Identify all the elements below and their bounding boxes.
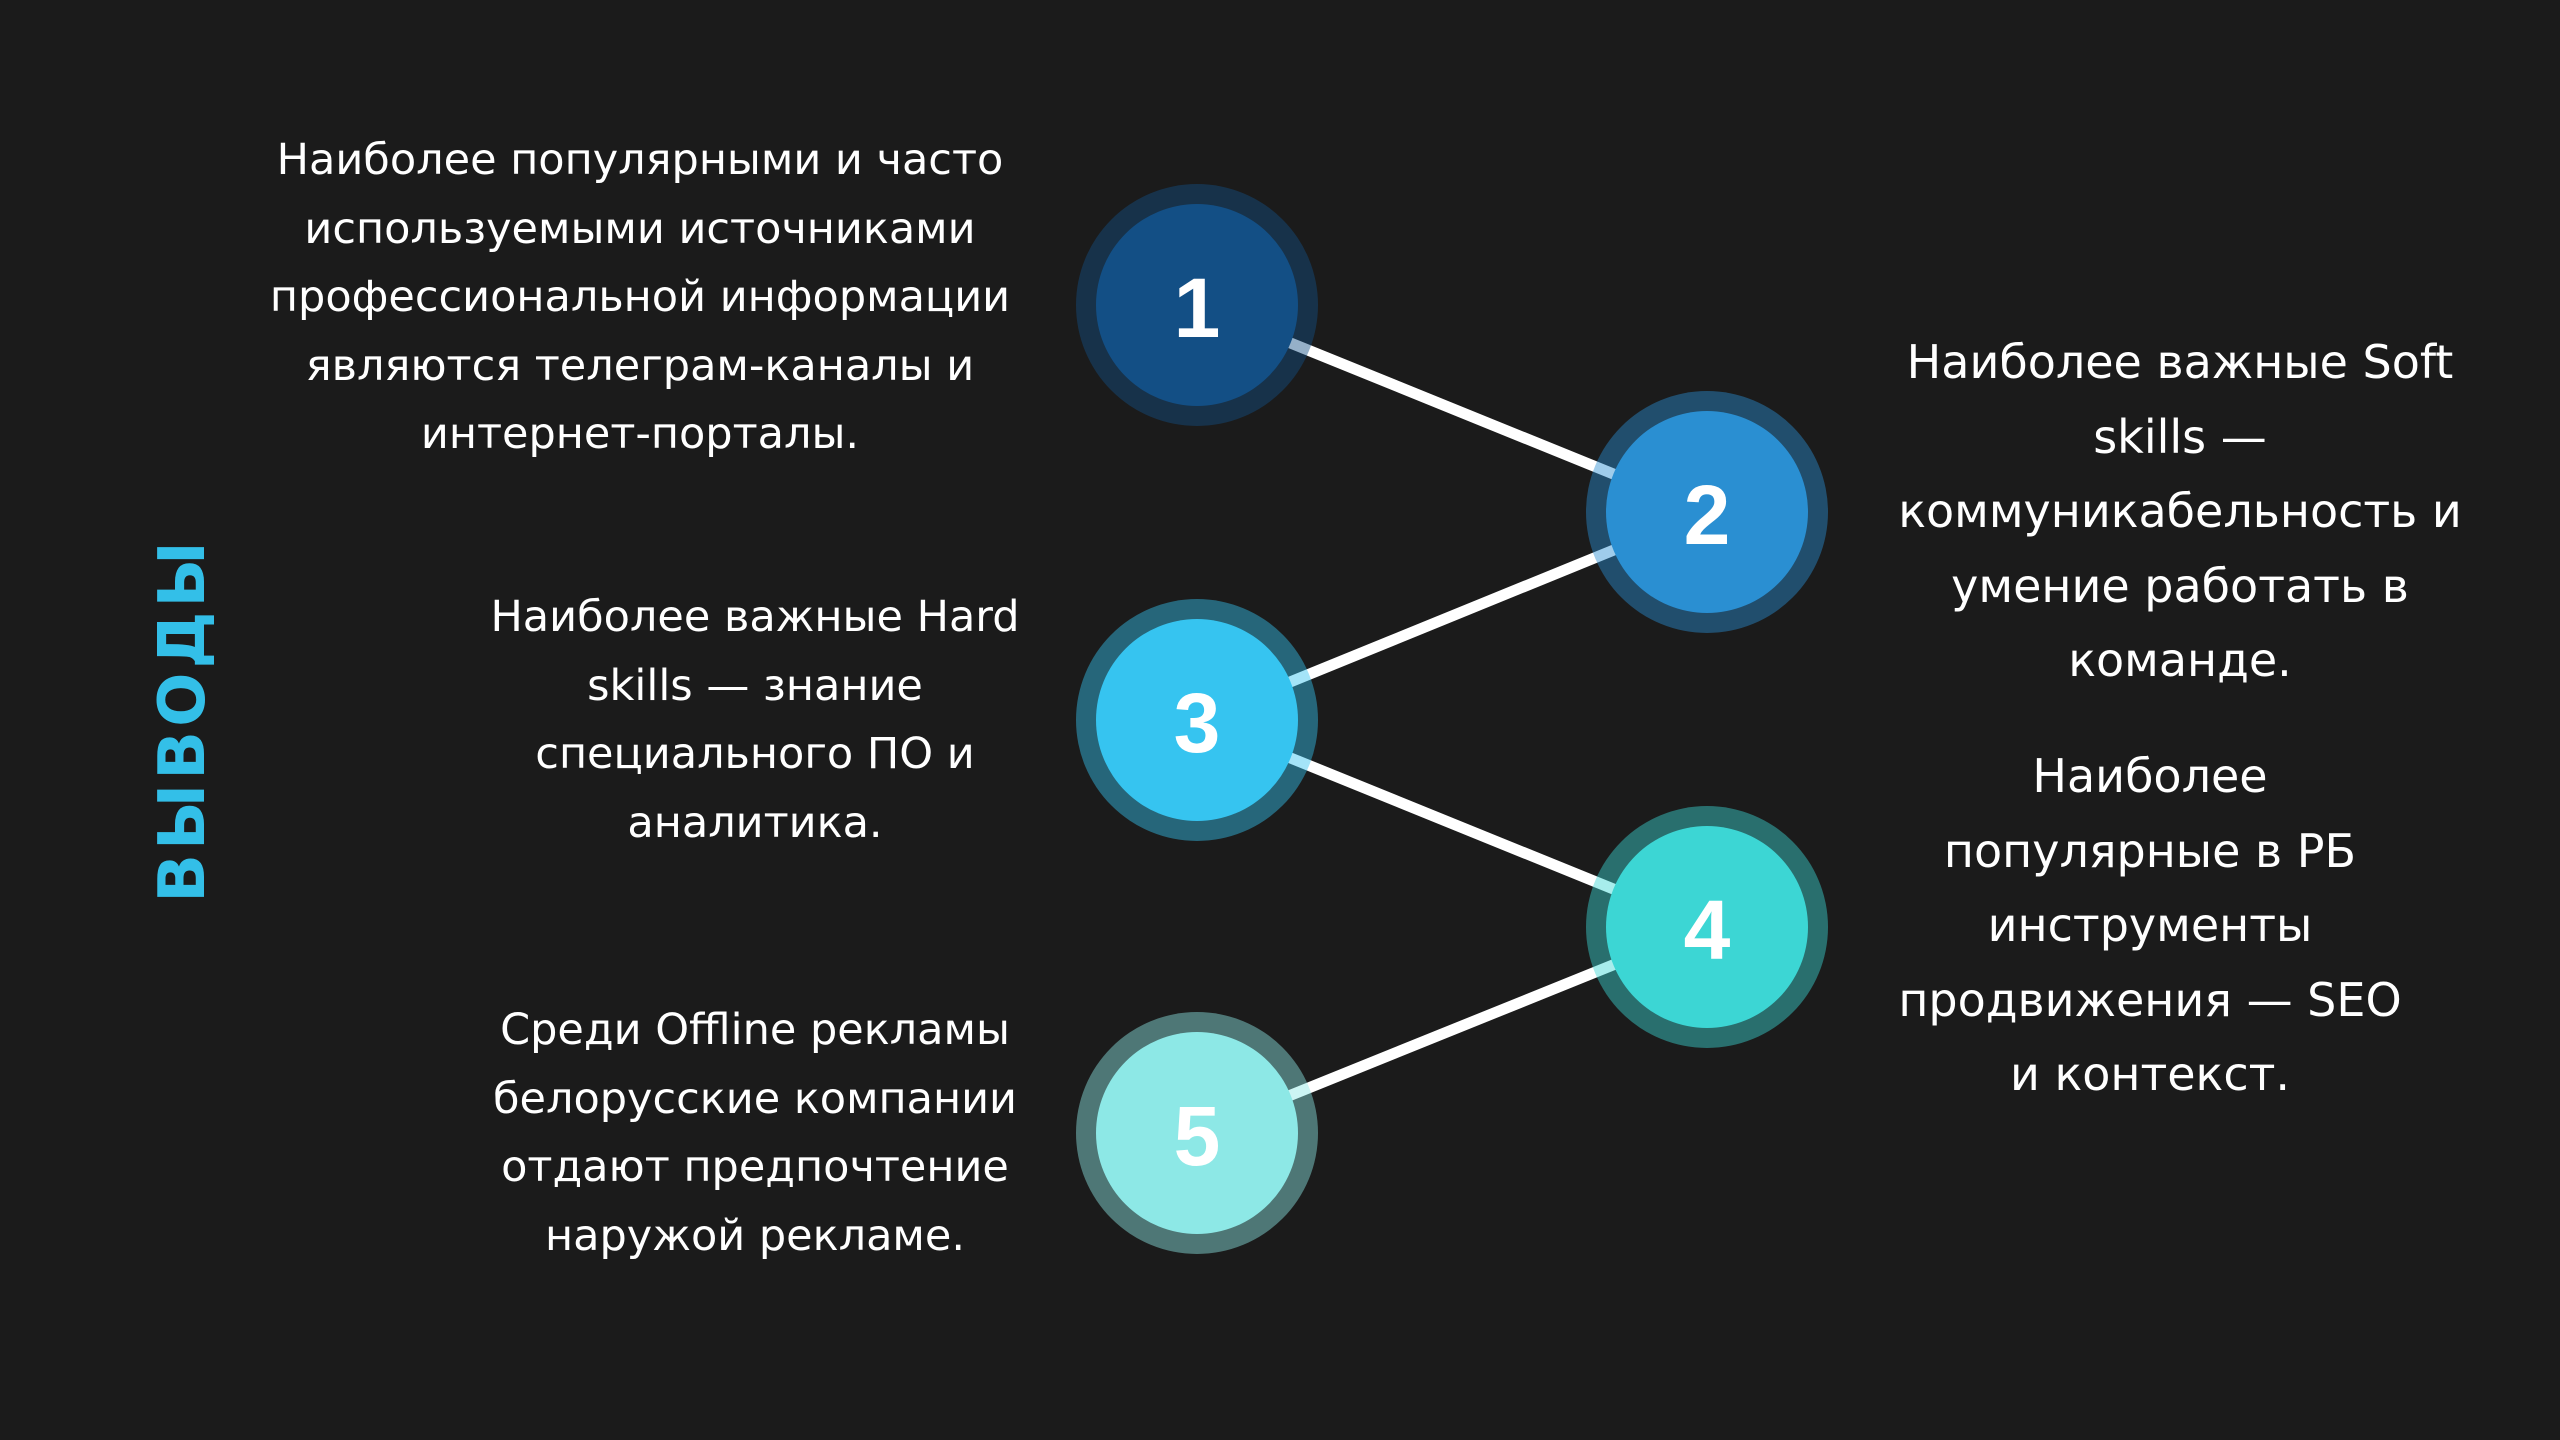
- node-4-circle: [1606, 826, 1808, 1028]
- node-5-description: Среди Offline рекламы белорусские компан…: [492, 1005, 1018, 1261]
- node-3-description: Наиболее важные Hard skills — знание спе…: [490, 592, 1020, 848]
- node-3-circle: [1096, 619, 1298, 821]
- node-1-number: 1: [1174, 261, 1221, 355]
- node-5: 5: [1076, 1012, 1318, 1254]
- node-1: 1: [1076, 184, 1318, 426]
- node-1-description: Наиболее популярными и часто используемы…: [269, 135, 1011, 459]
- node-2-description: Наиболее важные Soft skills — коммуникаб…: [1898, 335, 2462, 687]
- node-4-description: Наиболее популярные в РБ инструменты про…: [1898, 749, 2402, 1101]
- node-1-circle: [1096, 204, 1298, 406]
- node-5-circle: [1096, 1032, 1298, 1234]
- node-3: 3: [1076, 599, 1318, 841]
- node-2-number: 2: [1684, 468, 1731, 562]
- node-2-circle: [1606, 411, 1808, 613]
- node-4: 4: [1586, 806, 1828, 1048]
- node-4-number: 4: [1684, 883, 1731, 977]
- node-2: 2: [1586, 391, 1828, 633]
- node-3-number: 3: [1174, 676, 1221, 770]
- node-5-number: 5: [1174, 1089, 1221, 1183]
